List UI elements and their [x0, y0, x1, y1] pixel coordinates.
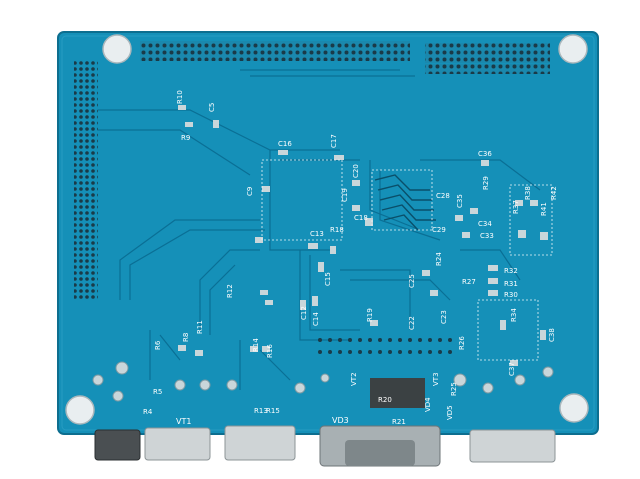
middle-pin-row: [318, 338, 452, 354]
label-c16: C16: [278, 140, 292, 148]
label-vd3: VD3: [332, 416, 349, 425]
label-r14: R14: [252, 338, 260, 352]
label-r4: R4: [143, 408, 153, 416]
label-c19: C19: [341, 188, 349, 202]
header-block: [370, 378, 425, 408]
label-r12: R12: [226, 284, 234, 298]
label-r20: R20: [378, 396, 392, 404]
label-r30: R30: [504, 291, 518, 299]
label-r26: R26: [458, 336, 466, 350]
label-r38: R38: [524, 186, 532, 200]
label-r41: R41: [540, 202, 548, 216]
label-c28: C28: [436, 192, 450, 200]
usb-connector-1: [144, 427, 211, 461]
label-c25: C25: [408, 274, 416, 288]
label-r37: R37: [512, 200, 520, 214]
label-c34: C34: [478, 220, 492, 228]
label-c5: C5: [208, 103, 216, 112]
label-c22: C22: [408, 316, 416, 330]
label-c29: C29: [432, 226, 446, 234]
left-header: [74, 60, 98, 300]
top-header-right: [425, 43, 550, 74]
label-vt3: VT3: [432, 372, 440, 386]
label-r29: R29: [482, 176, 490, 190]
label-c33: C33: [480, 232, 494, 240]
standoffs: [65, 34, 589, 425]
pcb-board: [57, 31, 599, 435]
label-c20: C20: [352, 164, 360, 178]
standoff-top-left: [102, 34, 132, 64]
standoff-top-right: [558, 34, 588, 64]
processor-fanout: [374, 174, 436, 231]
label-r18: R18: [330, 226, 344, 234]
label-vt1: VT1: [176, 417, 191, 426]
pcb-traces: [98, 69, 541, 390]
label-c38: C38: [548, 328, 556, 342]
label-r31: R31: [504, 280, 518, 288]
db9-connector-shell: [345, 440, 415, 466]
label-r16: R16: [266, 344, 274, 358]
label-vd4: VD4: [424, 397, 432, 412]
label-vd5: VD5: [446, 405, 454, 420]
label-c36: C36: [478, 150, 492, 158]
label-c35: C35: [456, 194, 464, 208]
through-hole-pads: [92, 361, 554, 402]
label-r6: R6: [154, 340, 162, 350]
label-c15: C15: [324, 272, 332, 286]
label-r13: R13: [254, 407, 268, 415]
label-r9: R9: [181, 134, 190, 142]
dc-jack: [94, 429, 141, 461]
label-c17: C17: [330, 134, 338, 148]
label-r32: R32: [504, 267, 518, 275]
label-r11: R11: [196, 320, 204, 334]
standoff-bottom-right: [559, 393, 589, 423]
label-r5: R5: [153, 388, 162, 396]
label-vt2: VT2: [350, 372, 358, 386]
label-r21: R21: [392, 418, 406, 426]
silkscreen-labels: R10 R9 C5 C16 C17 C9 C13 C15 R18 C18 C19…: [143, 90, 558, 426]
label-r15: R15: [266, 407, 280, 415]
label-r19: R19: [366, 308, 374, 322]
label-r34: R34: [510, 308, 518, 322]
label-c18: C18: [354, 214, 368, 222]
label-c37: C37: [508, 362, 516, 376]
label-r10: R10: [176, 90, 184, 104]
label-r8: R8: [182, 333, 190, 342]
top-header-left: [140, 41, 410, 61]
label-c14: C14: [312, 312, 320, 326]
label-c12: C12: [300, 306, 308, 320]
label-c13: C13: [310, 230, 324, 238]
ethernet-connector: [469, 429, 556, 463]
label-r24: R24: [435, 252, 443, 266]
label-r25: R25: [450, 382, 458, 396]
label-r42: R42: [550, 186, 558, 200]
label-c9: C9: [246, 187, 254, 196]
standoff-bottom-left: [65, 395, 95, 425]
label-c23: C23: [440, 310, 448, 324]
silk-outlines: [261, 159, 553, 361]
usb-connector-2: [224, 425, 296, 461]
label-r27: R27: [462, 278, 476, 286]
bottom-connectors: [94, 378, 556, 467]
smd-components: [178, 105, 548, 366]
